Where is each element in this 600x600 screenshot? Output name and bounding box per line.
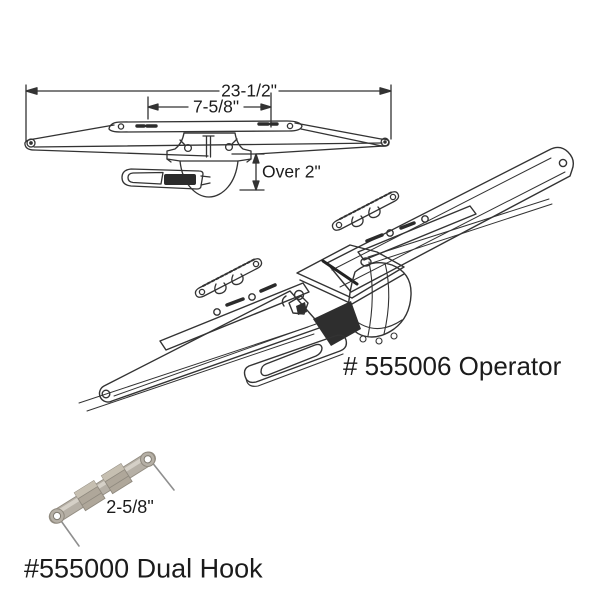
latch-roller [293,289,305,301]
arrowhead-left-icon [25,87,38,95]
right-pivot-rivet [380,137,390,147]
dimension-label-depth: Over 2" [262,161,321,182]
arrowhead-left-icon [147,103,159,111]
bar-rivet-left [117,123,125,130]
hub-screw-left [183,143,193,153]
dimension-label-hook-length: 2-5/8" [106,497,154,517]
hook-hex-boss-1 [73,479,106,512]
operator-part-caption: # 555006 Operator [343,351,562,381]
base-plate-slot [260,343,323,377]
dimension-label-inner-span: 7-5/8" [192,96,240,117]
left-pivot-rivet [26,138,36,148]
perspective-drawing [78,146,575,412]
hook-eyelet-left [49,508,65,524]
bar-rivet-right [286,122,294,130]
hook-pin-left [58,517,80,547]
dual-hook-photo [48,451,175,547]
sill-bracket-lower [194,257,263,299]
perspective-upper-arm [326,146,575,293]
front-view-arms [24,120,390,157]
lower-arm-hole [101,389,111,399]
dimension-label-total-width: 23-1/2" [221,80,277,101]
hook-pin-right [150,460,175,491]
front-view-hub [166,132,252,198]
upper-arm-hole [558,158,568,168]
top-link-bar [108,120,303,133]
handle-grip [164,174,196,185]
perspective-lower-arm [98,290,323,403]
arrowhead-down-icon [252,180,260,191]
lower-channel-strip [159,282,310,351]
upper-channel-strip [357,205,477,261]
arrowhead-up-icon [252,153,260,164]
arrowhead-right-icon [379,87,392,95]
hook-eyelet-right [140,451,156,467]
mounting-base-plate [243,334,348,387]
housing-pin [321,259,359,286]
operator-housing [281,244,412,346]
hub-slot [202,135,215,158]
dimension-total-width [25,84,392,142]
housing-shadow-wedge [313,301,361,346]
arrowhead-right-icon [260,103,272,111]
dimension-depth [231,153,265,191]
hook-hex-boss-2 [100,463,133,495]
front-view-drawing [24,84,392,198]
dual-hook-part-caption: #555000 Dual Hook [24,553,263,584]
sill-bracket-upper [331,190,400,232]
housing-top-plate [296,244,405,299]
hub-screw-right [224,142,234,152]
front-view-handle [121,168,211,190]
